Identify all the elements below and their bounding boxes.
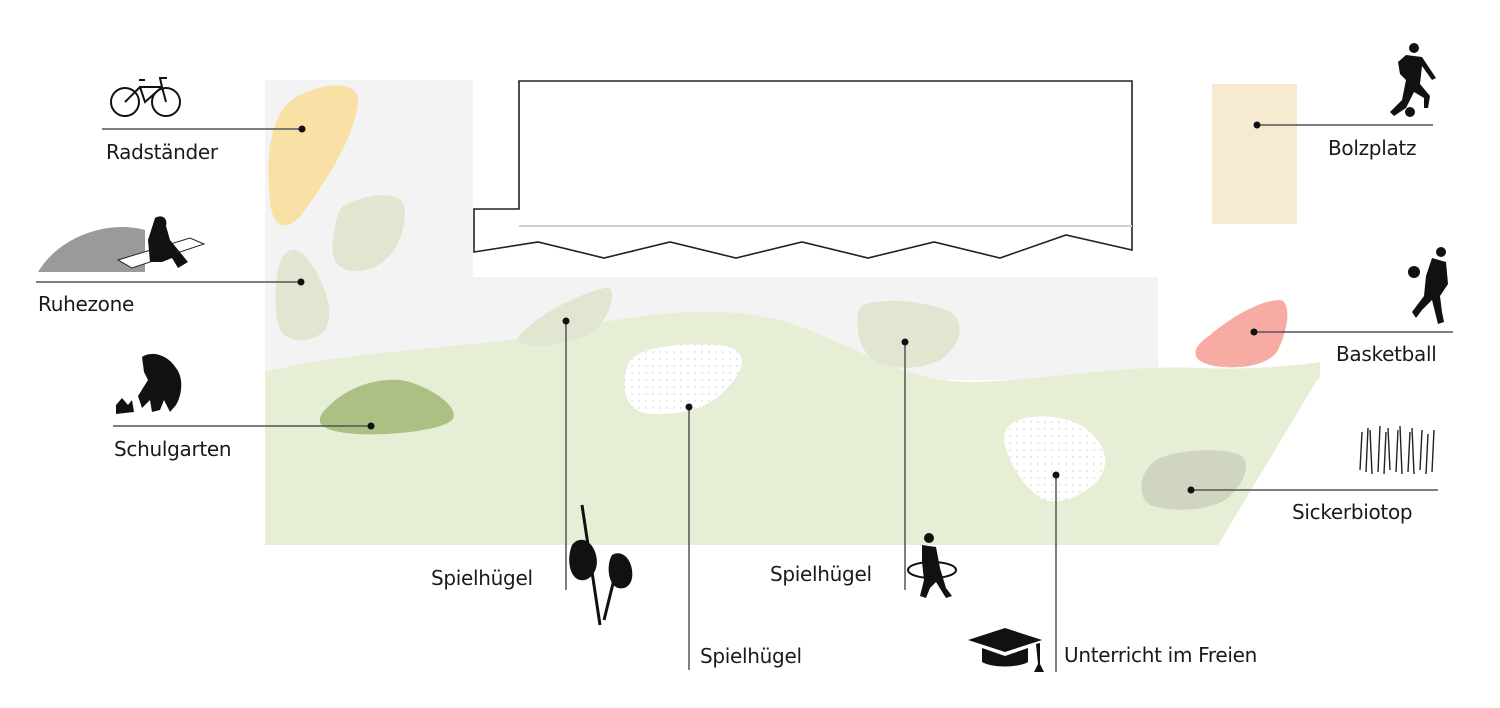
graduation-cap-icon: [968, 628, 1044, 672]
person-on-bench-icon: [38, 216, 206, 272]
label-ruhezone: Ruhezone: [38, 292, 134, 316]
rest-zone-upper: [332, 195, 405, 272]
play-hill-round-zone: [857, 300, 960, 368]
leader-lines: [36, 124, 1453, 672]
football-player-icon: [1390, 43, 1436, 117]
label-sickerbiotop: Sickerbiotop: [1292, 500, 1413, 524]
hula-hoop-child-icon: [907, 533, 957, 598]
basketball-player-icon: [1408, 247, 1448, 324]
label-unterricht: Unterricht im Freien: [1064, 643, 1258, 667]
label-spielhuegel-1: Spielhügel: [431, 566, 533, 590]
reeds-icon: [1359, 425, 1435, 475]
label-bolzplatz: Bolzplatz: [1328, 136, 1417, 160]
play-hill-zone-dots: [624, 344, 742, 415]
infiltration-biotope-zone: [1141, 450, 1246, 510]
leader-dots: [297, 121, 1261, 494]
label-spielhuegel-3: Spielhügel: [770, 562, 872, 586]
bicycle-icon: [110, 77, 181, 117]
school-garden-zone: [319, 379, 454, 435]
building-outline: [473, 80, 1133, 259]
outdoor-class-zone-dots: [1004, 416, 1106, 502]
football-pitch-zone: [1212, 84, 1297, 224]
label-radstaender: Radständer: [106, 140, 218, 164]
label-schulgarten: Schulgarten: [114, 437, 232, 461]
building-clearance: [473, 80, 1158, 277]
gardener-icon: [116, 353, 182, 414]
rest-zone: [275, 249, 330, 341]
bike-parking-zone: [268, 85, 359, 226]
label-basketball: Basketball: [1336, 342, 1437, 366]
climbing-children-icon: [569, 504, 633, 626]
label-spielhuegel-2: Spielhügel: [700, 644, 802, 668]
play-hill-small-zone: [518, 287, 613, 346]
basketball-zone: [1195, 300, 1288, 368]
